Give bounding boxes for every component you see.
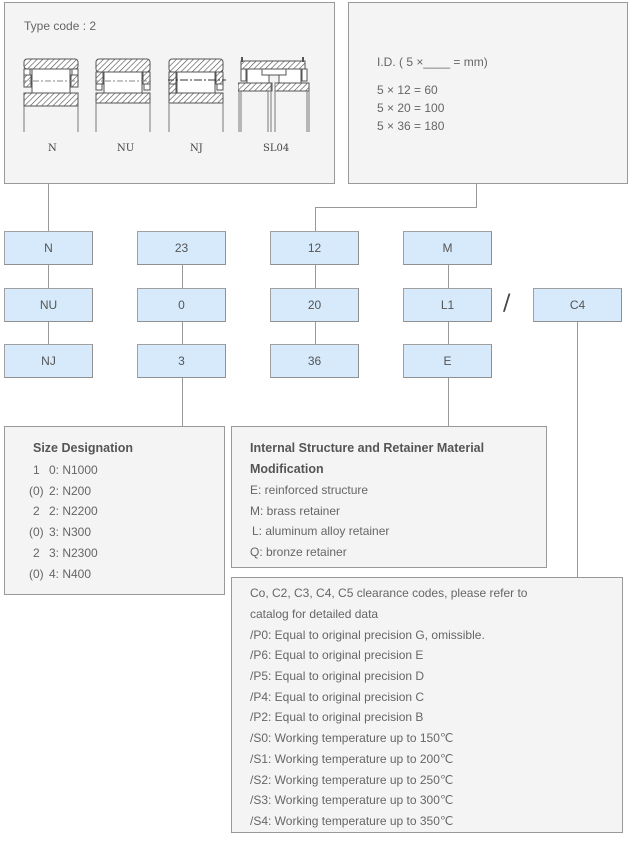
node-structure-m[interactable]: M bbox=[403, 231, 492, 265]
size-designation-panel: Size Designation 1 0: N1000 (0) 2: N200 … bbox=[4, 426, 225, 595]
type-label-n: N bbox=[48, 143, 57, 154]
node-type-n[interactable]: N bbox=[4, 231, 93, 265]
clearance-panel: Co, C2, C3, C4, C5 clearance codes, plea… bbox=[231, 577, 623, 833]
clearance-line: Co, C2, C3, C4, C5 clearance codes, plea… bbox=[250, 586, 528, 600]
id-formula: I.D. ( 5 ×____ = mm) bbox=[377, 55, 488, 69]
connector-line bbox=[448, 378, 449, 426]
structure-title-line2: Modification bbox=[250, 462, 324, 476]
separator-slash: / bbox=[503, 291, 511, 316]
clearance-line: /S0: Working temperature up to 150℃ bbox=[250, 731, 454, 745]
id-example: 5 × 36 = 180 bbox=[377, 119, 445, 133]
size-row-text: 4: N400 bbox=[49, 567, 92, 581]
structure-item: M: brass retainer bbox=[250, 504, 341, 518]
connector-line bbox=[476, 184, 477, 207]
node-series-3[interactable]: 3 bbox=[137, 344, 226, 378]
node-clearance-c4[interactable]: C4 bbox=[533, 288, 622, 322]
clearance-line: /P4: Equal to original precision C bbox=[250, 690, 425, 704]
node-series-23[interactable]: 23 bbox=[137, 231, 226, 265]
node-structure-l1[interactable]: L1 bbox=[403, 288, 492, 322]
bearing-nu-icon bbox=[95, 58, 153, 132]
clearance-line: /P5: Equal to original precision D bbox=[250, 669, 425, 683]
connector-line bbox=[448, 321, 449, 344]
connector-line bbox=[48, 184, 49, 232]
connector-line bbox=[182, 265, 183, 288]
type-label-nj: NJ bbox=[190, 143, 203, 154]
clearance-line: /S1: Working temperature up to 200℃ bbox=[250, 752, 454, 766]
connector-line bbox=[577, 321, 578, 577]
structure-item: E: reinforced structure bbox=[250, 483, 369, 497]
clearance-line: catalog for detailed data bbox=[250, 607, 379, 621]
connector-line bbox=[48, 265, 49, 288]
size-row-prefix: 2 bbox=[33, 546, 40, 560]
node-bore-20[interactable]: 20 bbox=[270, 288, 359, 322]
node-series-0[interactable]: 0 bbox=[137, 288, 226, 322]
size-row-prefix: 1 bbox=[33, 463, 40, 477]
clearance-line: /S2: Working temperature up to 250℃ bbox=[250, 773, 454, 787]
size-designation-title: Size Designation bbox=[33, 441, 134, 455]
structure-title-line1: Internal Structure and Retainer Material bbox=[250, 441, 485, 455]
bearing-type-panel: Type code : 2 N NU bbox=[4, 2, 335, 184]
size-row-prefix: (0) bbox=[29, 567, 44, 581]
node-bore-36[interactable]: 36 bbox=[270, 344, 359, 378]
bearing-sl04-icon bbox=[238, 57, 310, 132]
connector-line bbox=[315, 207, 316, 232]
size-row-text: 2: N200 bbox=[49, 484, 92, 498]
type-label-sl04: SL04 bbox=[263, 143, 290, 154]
connector-line bbox=[182, 378, 183, 426]
connector-line bbox=[182, 321, 183, 344]
node-structure-e[interactable]: E bbox=[403, 344, 492, 378]
clearance-line: /P6: Equal to original precision E bbox=[250, 648, 424, 662]
node-type-nu[interactable]: NU bbox=[4, 288, 93, 322]
connector-line bbox=[315, 265, 316, 288]
bearing-nj-icon bbox=[168, 58, 226, 132]
connector-line bbox=[448, 265, 449, 288]
clearance-line: /P2: Equal to original precision B bbox=[250, 710, 424, 724]
node-type-nj[interactable]: NJ bbox=[4, 344, 93, 378]
connector-line bbox=[315, 321, 316, 344]
connector-line bbox=[315, 207, 477, 208]
size-row-text: 3: N2300 bbox=[49, 546, 98, 560]
clearance-line: /P0: Equal to original precision G, omis… bbox=[250, 628, 485, 642]
type-label-nu: NU bbox=[117, 143, 135, 154]
bearing-n-icon bbox=[23, 58, 81, 132]
structure-panel: Internal Structure and Retainer Material… bbox=[231, 426, 547, 568]
connector-line bbox=[48, 321, 49, 344]
id-example: 5 × 20 = 100 bbox=[377, 101, 445, 115]
size-row-text: 0: N1000 bbox=[49, 463, 98, 477]
type-code-label: Type code : 2 bbox=[24, 19, 97, 33]
id-example: 5 × 12 = 60 bbox=[377, 83, 438, 97]
size-row-text: 2: N2200 bbox=[49, 504, 98, 518]
size-row-text: 3: N300 bbox=[49, 525, 92, 539]
structure-item: Q: bronze retainer bbox=[250, 545, 347, 559]
inner-diameter-panel: I.D. ( 5 ×____ = mm) 5 × 12 = 60 5 × 20 … bbox=[348, 2, 628, 184]
size-row-prefix: (0) bbox=[29, 525, 44, 539]
node-bore-12[interactable]: 12 bbox=[270, 231, 359, 265]
clearance-line: /S4: Working temperature up to 350℃ bbox=[250, 814, 454, 828]
clearance-line: /S3: Working temperature up to 300℃ bbox=[250, 793, 454, 807]
size-row-prefix: 2 bbox=[33, 504, 40, 518]
size-row-prefix: (0) bbox=[29, 484, 44, 498]
structure-item: L: aluminum alloy retainer bbox=[252, 524, 390, 538]
